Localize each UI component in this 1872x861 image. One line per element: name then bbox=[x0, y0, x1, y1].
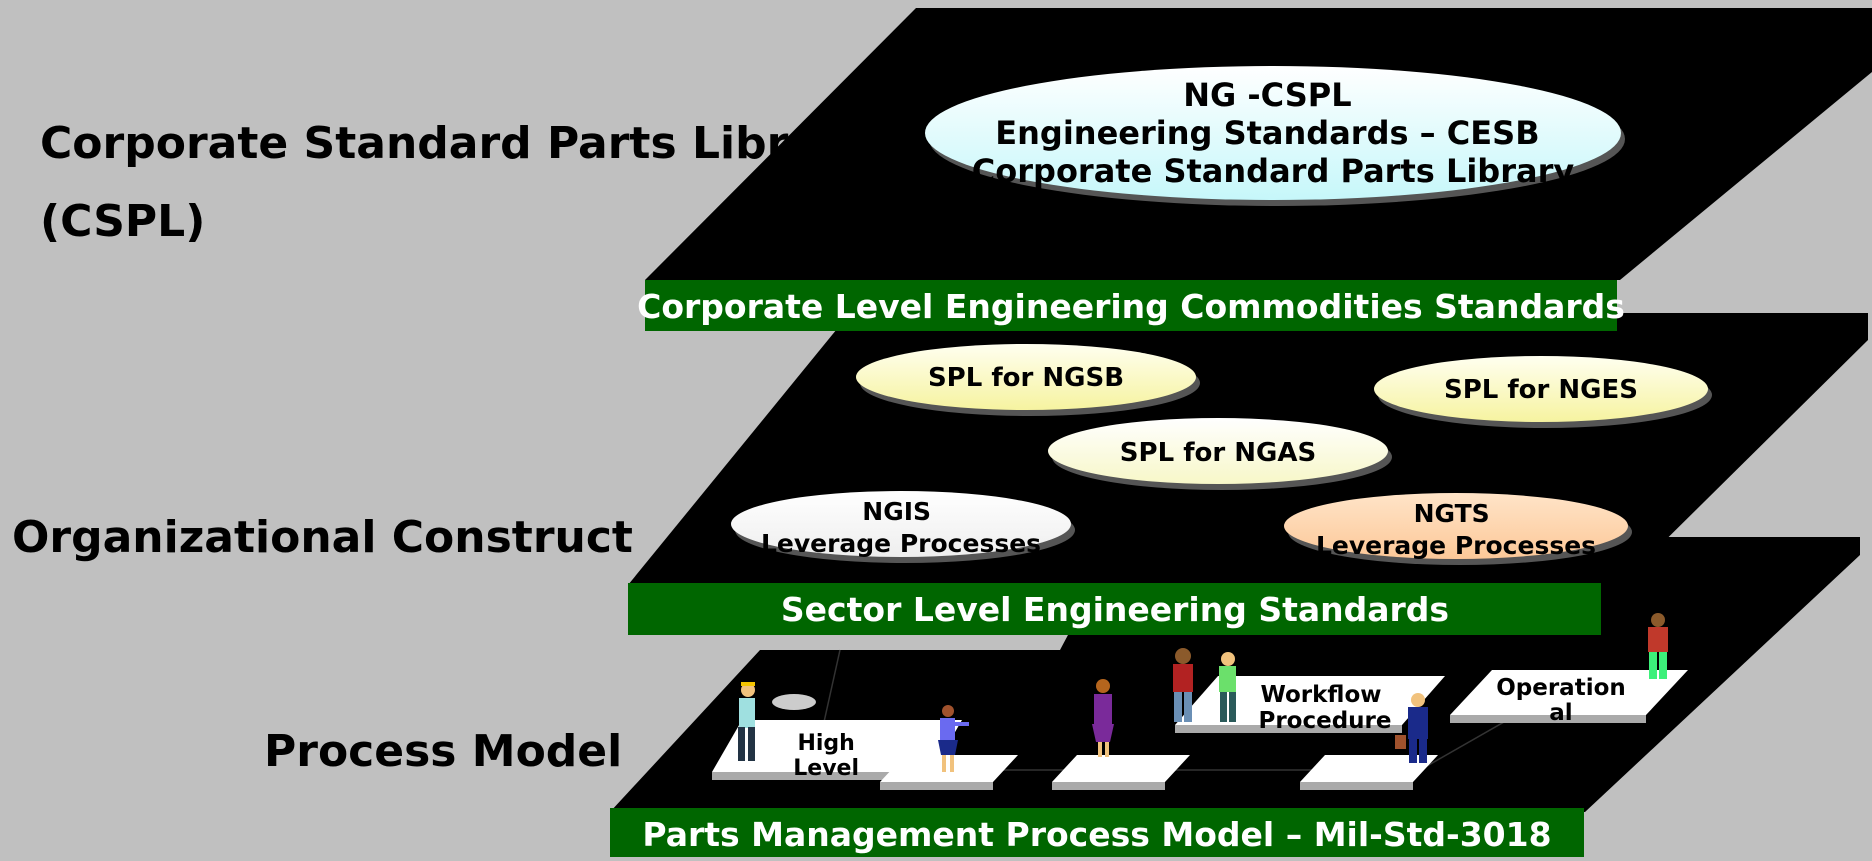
tile-high-level-line3: Processes bbox=[768, 781, 892, 806]
ellipse-spl-ngas: SPL for NGAS bbox=[1048, 418, 1388, 484]
top-layer-banner bbox=[645, 280, 1617, 331]
tile-operational-line1: Operation bbox=[1496, 675, 1626, 701]
tile-high-level-line1: High bbox=[797, 731, 854, 756]
spl-ngsb-text: SPL for NGSB bbox=[928, 363, 1124, 393]
tile-small-2 bbox=[1052, 755, 1190, 790]
middle-layer-banner-text: Sector Level Engineering Standards bbox=[781, 590, 1449, 629]
person-hardhat-icon bbox=[738, 682, 816, 761]
ngts-line2: Leverage Processes bbox=[1316, 531, 1596, 560]
tile-small-3 bbox=[1300, 755, 1438, 790]
ng-cspl-line3: Corporate Standard Parts Library bbox=[972, 152, 1575, 190]
label-cspl-line1: Corporate Standard Parts Library bbox=[40, 118, 869, 169]
ellipse-ngts: NGTS Leverage Processes bbox=[1284, 493, 1628, 560]
svg-text:High Level: High Level Processes bbox=[768, 731, 892, 806]
spl-ngas-text: SPL for NGAS bbox=[1120, 438, 1316, 468]
bottom-layer-banner bbox=[610, 808, 1584, 860]
tile-workflow: Workflow Procedure bbox=[1175, 676, 1445, 734]
label-cspl-line2: (CSPL) bbox=[40, 196, 206, 247]
label-organizational-construct: Organizational Construct bbox=[12, 512, 633, 563]
top-layer: Corporate Level Engineering Commodities … bbox=[637, 8, 1872, 331]
person-woman-purple-icon bbox=[1092, 679, 1114, 757]
svg-text:NGTS Leverage Proces: NGTS Leverage Processes bbox=[1316, 499, 1596, 560]
svg-text:NGIS Leverage Proces: NGIS Leverage Processes bbox=[761, 497, 1041, 558]
ngts-line1: NGTS bbox=[1414, 499, 1490, 528]
ellipse-spl-ngsb: SPL for NGSB bbox=[856, 344, 1196, 410]
tile-workflow-line1: Workflow bbox=[1260, 682, 1381, 708]
tile-workflow-line2: Procedure bbox=[1258, 708, 1391, 734]
tile-operational: Operation al Workflow bbox=[1450, 670, 1688, 751]
svg-text:NG -CSPL Engineering: NG -CSPL Engineering Standards – CESB Co… bbox=[972, 76, 1575, 190]
tile-small-1 bbox=[880, 755, 1018, 790]
ellipse-ng-cspl: NG -CSPL Engineering Standards – CESB Co… bbox=[925, 66, 1621, 200]
label-process-model: Process Model bbox=[264, 726, 623, 777]
top-layer-banner-text: Corporate Level Engineering Commodities … bbox=[637, 287, 1625, 326]
person-worker-icon bbox=[1648, 613, 1668, 679]
tile-high-level-line2: Level bbox=[793, 756, 859, 781]
ng-cspl-line2: Engineering Standards – CESB bbox=[995, 114, 1539, 152]
middle-layer-banner bbox=[628, 583, 1601, 635]
ellipse-spl-nges: SPL for NGES bbox=[1374, 356, 1708, 422]
tile-operational-line2: al bbox=[1549, 700, 1572, 726]
ellipse-ngis: NGIS Leverage Processes bbox=[731, 491, 1071, 558]
ngis-line2: Leverage Processes bbox=[761, 529, 1041, 558]
person-businessman-icon bbox=[1395, 693, 1428, 763]
middle-layer: Sector Level Engineering Standards SPL f… bbox=[628, 313, 1868, 635]
person-woman-blue-icon bbox=[938, 705, 969, 772]
tile-high-level: High Level Processes bbox=[712, 720, 962, 806]
svg-text:Operation al: Operation al Workflow bbox=[1496, 675, 1634, 751]
person-two-men-icon bbox=[1173, 648, 1236, 722]
ngis-line1: NGIS bbox=[862, 497, 931, 526]
spl-nges-text: SPL for NGES bbox=[1444, 375, 1638, 405]
bottom-layer-banner-text: Parts Management Process Model – Mil-Std… bbox=[642, 815, 1551, 854]
svg-text:Workflow Procedure: Workflow Procedure bbox=[1258, 682, 1391, 734]
ng-cspl-line1: NG -CSPL bbox=[1183, 76, 1351, 114]
tile-operational-line3: Workflow bbox=[1504, 725, 1625, 751]
